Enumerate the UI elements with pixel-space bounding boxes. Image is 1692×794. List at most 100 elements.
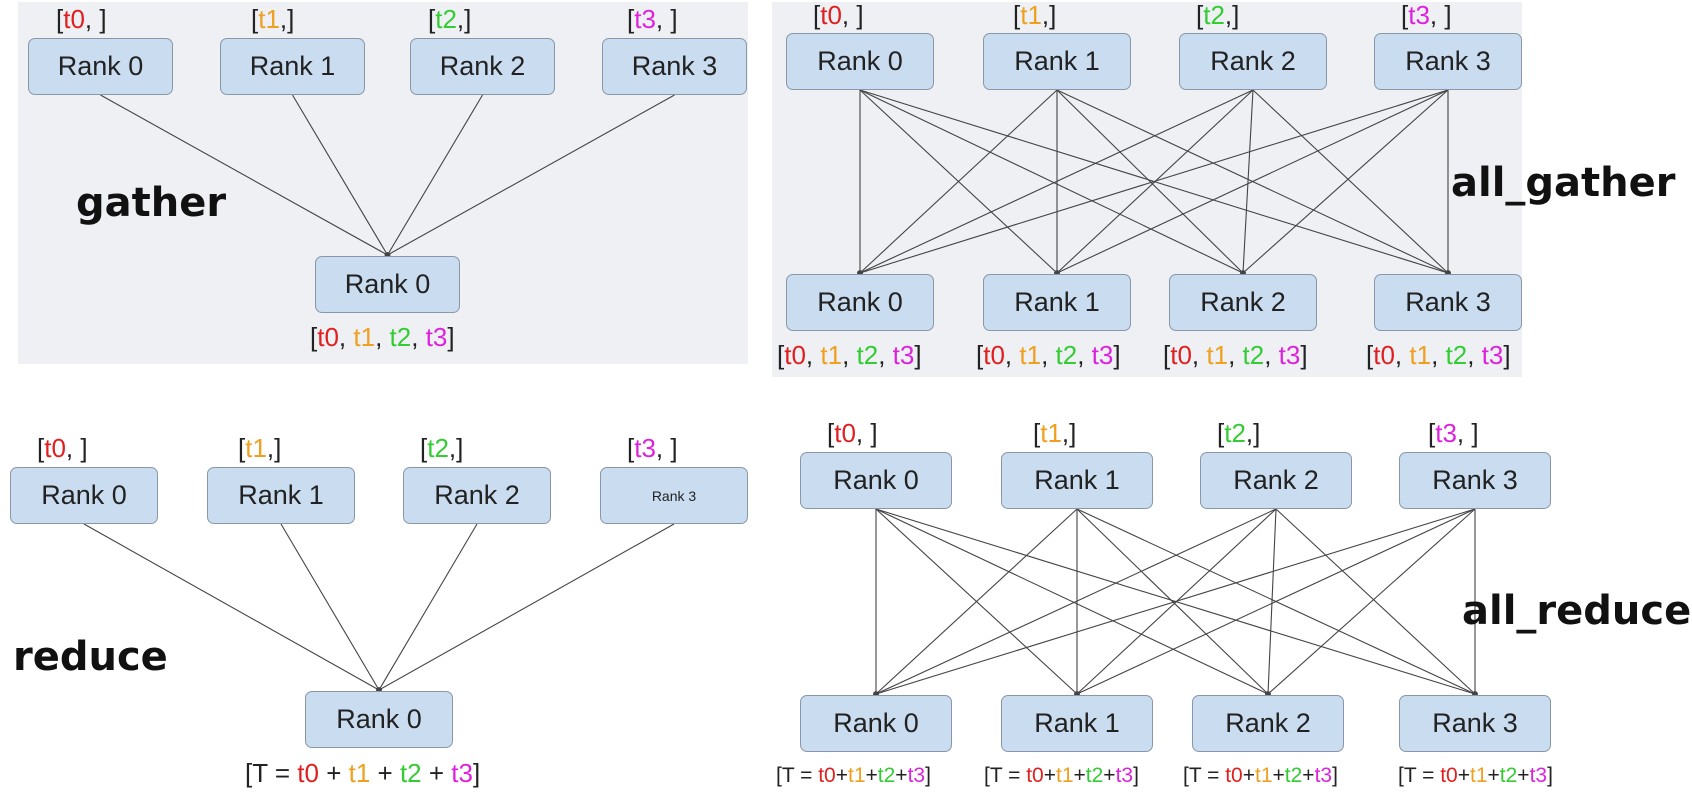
tensor-t1: t1 (258, 4, 280, 34)
tensor-text: , ] (655, 433, 678, 463)
tensor-t3: t3 (451, 758, 473, 788)
tensor-text: , (1467, 340, 1482, 370)
gather-input-1: [t1,] (251, 4, 294, 35)
tensor-text: + (1103, 764, 1116, 787)
tensor-text: + (865, 764, 878, 787)
tensor-text: [ (1401, 0, 1409, 30)
tensor-t2: t2 (1055, 340, 1078, 370)
reduce-input-2: [t2,] (420, 433, 463, 464)
tensor-t0: t0 (1225, 764, 1243, 787)
tensor-text: , (842, 340, 857, 370)
tensor-text: [ (976, 340, 984, 370)
tensor-t3: t3 (892, 340, 915, 370)
tensor-t0: t0 (1170, 340, 1192, 370)
all-gather-output-0: [t0, t1, t2, t3] (777, 340, 922, 371)
all-gather-input-0: [t0, ] (813, 0, 864, 31)
tensor-text: ,] (448, 433, 464, 463)
tensor-text: ] (1300, 340, 1308, 370)
tensor-t1: t1 (353, 322, 376, 352)
tensor-text: ] (472, 758, 481, 788)
tensor-text: [ (1428, 418, 1436, 448)
tensor-t2: t2 (1499, 764, 1518, 787)
tensor-t1: t1 (848, 764, 866, 787)
tensor-text: ,] (456, 4, 472, 34)
tensor-text: + (421, 758, 452, 788)
connection-line (875, 508, 1476, 695)
tensor-text: [T = (1183, 764, 1226, 787)
tensor-t1: t1 (820, 340, 843, 370)
connection-line (875, 508, 1078, 695)
tensor-text: [ (1196, 0, 1204, 30)
connection-line (875, 508, 1269, 695)
tensor-t2: t2 (856, 340, 879, 370)
tensor-t2: t2 (427, 433, 449, 463)
tensor-t1: t1 (1019, 340, 1042, 370)
connection-line (378, 523, 478, 691)
tensor-text: , (1077, 340, 1092, 370)
tensor-text: , ] (841, 0, 864, 30)
tensor-t1: t1 (245, 433, 267, 463)
tensor-text: , (1191, 340, 1207, 370)
tensor-text: [ (428, 4, 436, 34)
tensor-text: ] (1113, 340, 1121, 370)
all-reduce-input-1: [t1,] (1033, 418, 1076, 449)
tensor-text: ] (1133, 764, 1139, 787)
tensor-t3: t3 (1278, 340, 1301, 370)
tensor-text: + (1302, 764, 1315, 787)
gather-input-3: [t3, ] (627, 4, 678, 35)
all-gather-output-3: [t0, t1, t2, t3] (1366, 340, 1511, 371)
reduce-src-rank-0: Rank 0 (10, 467, 158, 524)
all-gather-src-rank-0: Rank 0 (786, 33, 934, 90)
gather-dst-rank-0: Rank 0 (315, 256, 460, 313)
tensor-text: [T = (1398, 764, 1441, 787)
tensor-text: [ (251, 4, 259, 34)
tensor-t3: t3 (1115, 764, 1134, 787)
connection-line (875, 508, 1277, 695)
tensor-text: [T = (776, 764, 819, 787)
gather-src-rank-2: Rank 2 (410, 38, 555, 95)
reduce-src-rank-2: Rank 2 (403, 467, 551, 524)
tensor-text: [ (56, 4, 64, 34)
tensor-text: + (1272, 764, 1285, 787)
all-gather-output-1: [t0, t1, t2, t3] (976, 340, 1121, 371)
tensor-text: ,] (1245, 418, 1261, 448)
tensor-t2: t2 (389, 322, 412, 352)
all-reduce-output-1: [T = t0+t1+t2+t3] (984, 764, 1139, 788)
tensor-text: , (805, 340, 821, 370)
connection-line (1076, 508, 1277, 695)
tensor-t0: t0 (44, 433, 66, 463)
tensor-text: [ (1013, 0, 1021, 30)
connection-line (1076, 508, 1476, 695)
connection-line (1076, 508, 1476, 695)
all-gather-input-1: [t1,] (1013, 0, 1056, 31)
tensor-text: , (878, 340, 893, 370)
tensor-text: ] (1332, 764, 1338, 787)
gather-input-0: [t0, ] (56, 4, 107, 35)
all-gather-src-rank-2: Rank 2 (1179, 33, 1327, 90)
tensor-text: ] (1503, 340, 1511, 370)
all-reduce-dst-rank-2: Rank 2 (1192, 695, 1344, 752)
tensor-text: , ] (65, 433, 88, 463)
tensor-t3: t3 (1314, 764, 1333, 787)
tensor-t2: t2 (435, 4, 457, 34)
tensor-text: , (1228, 340, 1243, 370)
reduce-src-rank-1: Rank 1 (207, 467, 355, 524)
all-gather-src-rank-1: Rank 1 (983, 33, 1131, 90)
tensor-text: [ (310, 322, 318, 352)
tensor-text: [ (777, 340, 785, 370)
reduce-input-1: [t1,] (238, 433, 281, 464)
tensor-t2: t2 (1085, 764, 1104, 787)
tensor-t3: t3 (425, 322, 448, 352)
tensor-t1: t1 (1056, 764, 1074, 787)
tensor-text: + (1043, 764, 1056, 787)
tensor-t2: t2 (1203, 0, 1225, 30)
gather-input-2: [t2,] (428, 4, 471, 35)
tensor-text: , (338, 322, 354, 352)
tensor-text: , (1264, 340, 1279, 370)
tensor-t3: t3 (634, 433, 656, 463)
connection-line (378, 523, 675, 691)
tensor-text: [T = (984, 764, 1027, 787)
tensor-text: + (1457, 764, 1470, 787)
tensor-t0: t0 (297, 758, 319, 788)
all-reduce-output-0: [T = t0+t1+t2+t3] (776, 764, 931, 788)
